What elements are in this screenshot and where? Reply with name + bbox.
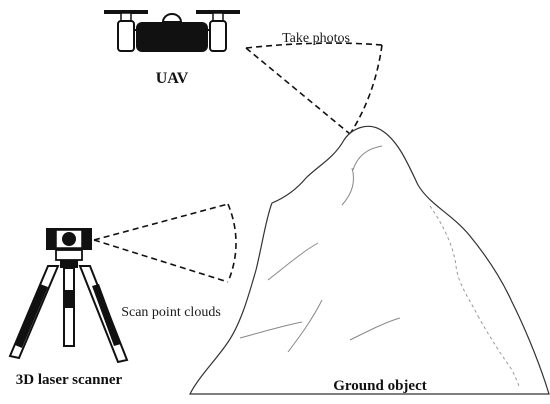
ground-object-contour-6 <box>349 317 401 341</box>
ground-object-contour-1 <box>352 145 383 171</box>
uav-motor-left <box>117 20 135 52</box>
ground-object-contour-7 <box>429 205 479 317</box>
scan-point-clouds-label: Scan point clouds <box>121 305 221 320</box>
scanner-label: 3D laser scanner <box>16 372 123 388</box>
scanner-lens <box>62 232 76 246</box>
ground-object-contour-2 <box>341 167 355 206</box>
ground-object-label: Ground object <box>333 378 426 394</box>
uav-rotor-right-hub <box>212 12 224 22</box>
ground-object-contour-4 <box>239 321 303 339</box>
laser-scanner <box>8 228 129 364</box>
uav-camera-dome <box>161 13 183 23</box>
ground-object-contour-8 <box>477 315 521 389</box>
uav-label: UAV <box>156 70 189 87</box>
ground-object-shape <box>189 125 550 395</box>
take-photos-label: Take photos <box>282 31 350 46</box>
uav-rotor-left-hub <box>120 12 132 22</box>
uav-motor-right <box>209 20 227 52</box>
scanner-scan-fov <box>93 203 237 283</box>
ground-object-contour-5 <box>287 299 323 353</box>
ground-object-outline <box>189 125 550 395</box>
uav-drone <box>104 10 240 52</box>
scanner-mount <box>55 249 83 261</box>
uav-photo-fov <box>245 42 383 135</box>
ground-object-contour-3 <box>267 242 319 281</box>
uav-body <box>136 22 208 52</box>
